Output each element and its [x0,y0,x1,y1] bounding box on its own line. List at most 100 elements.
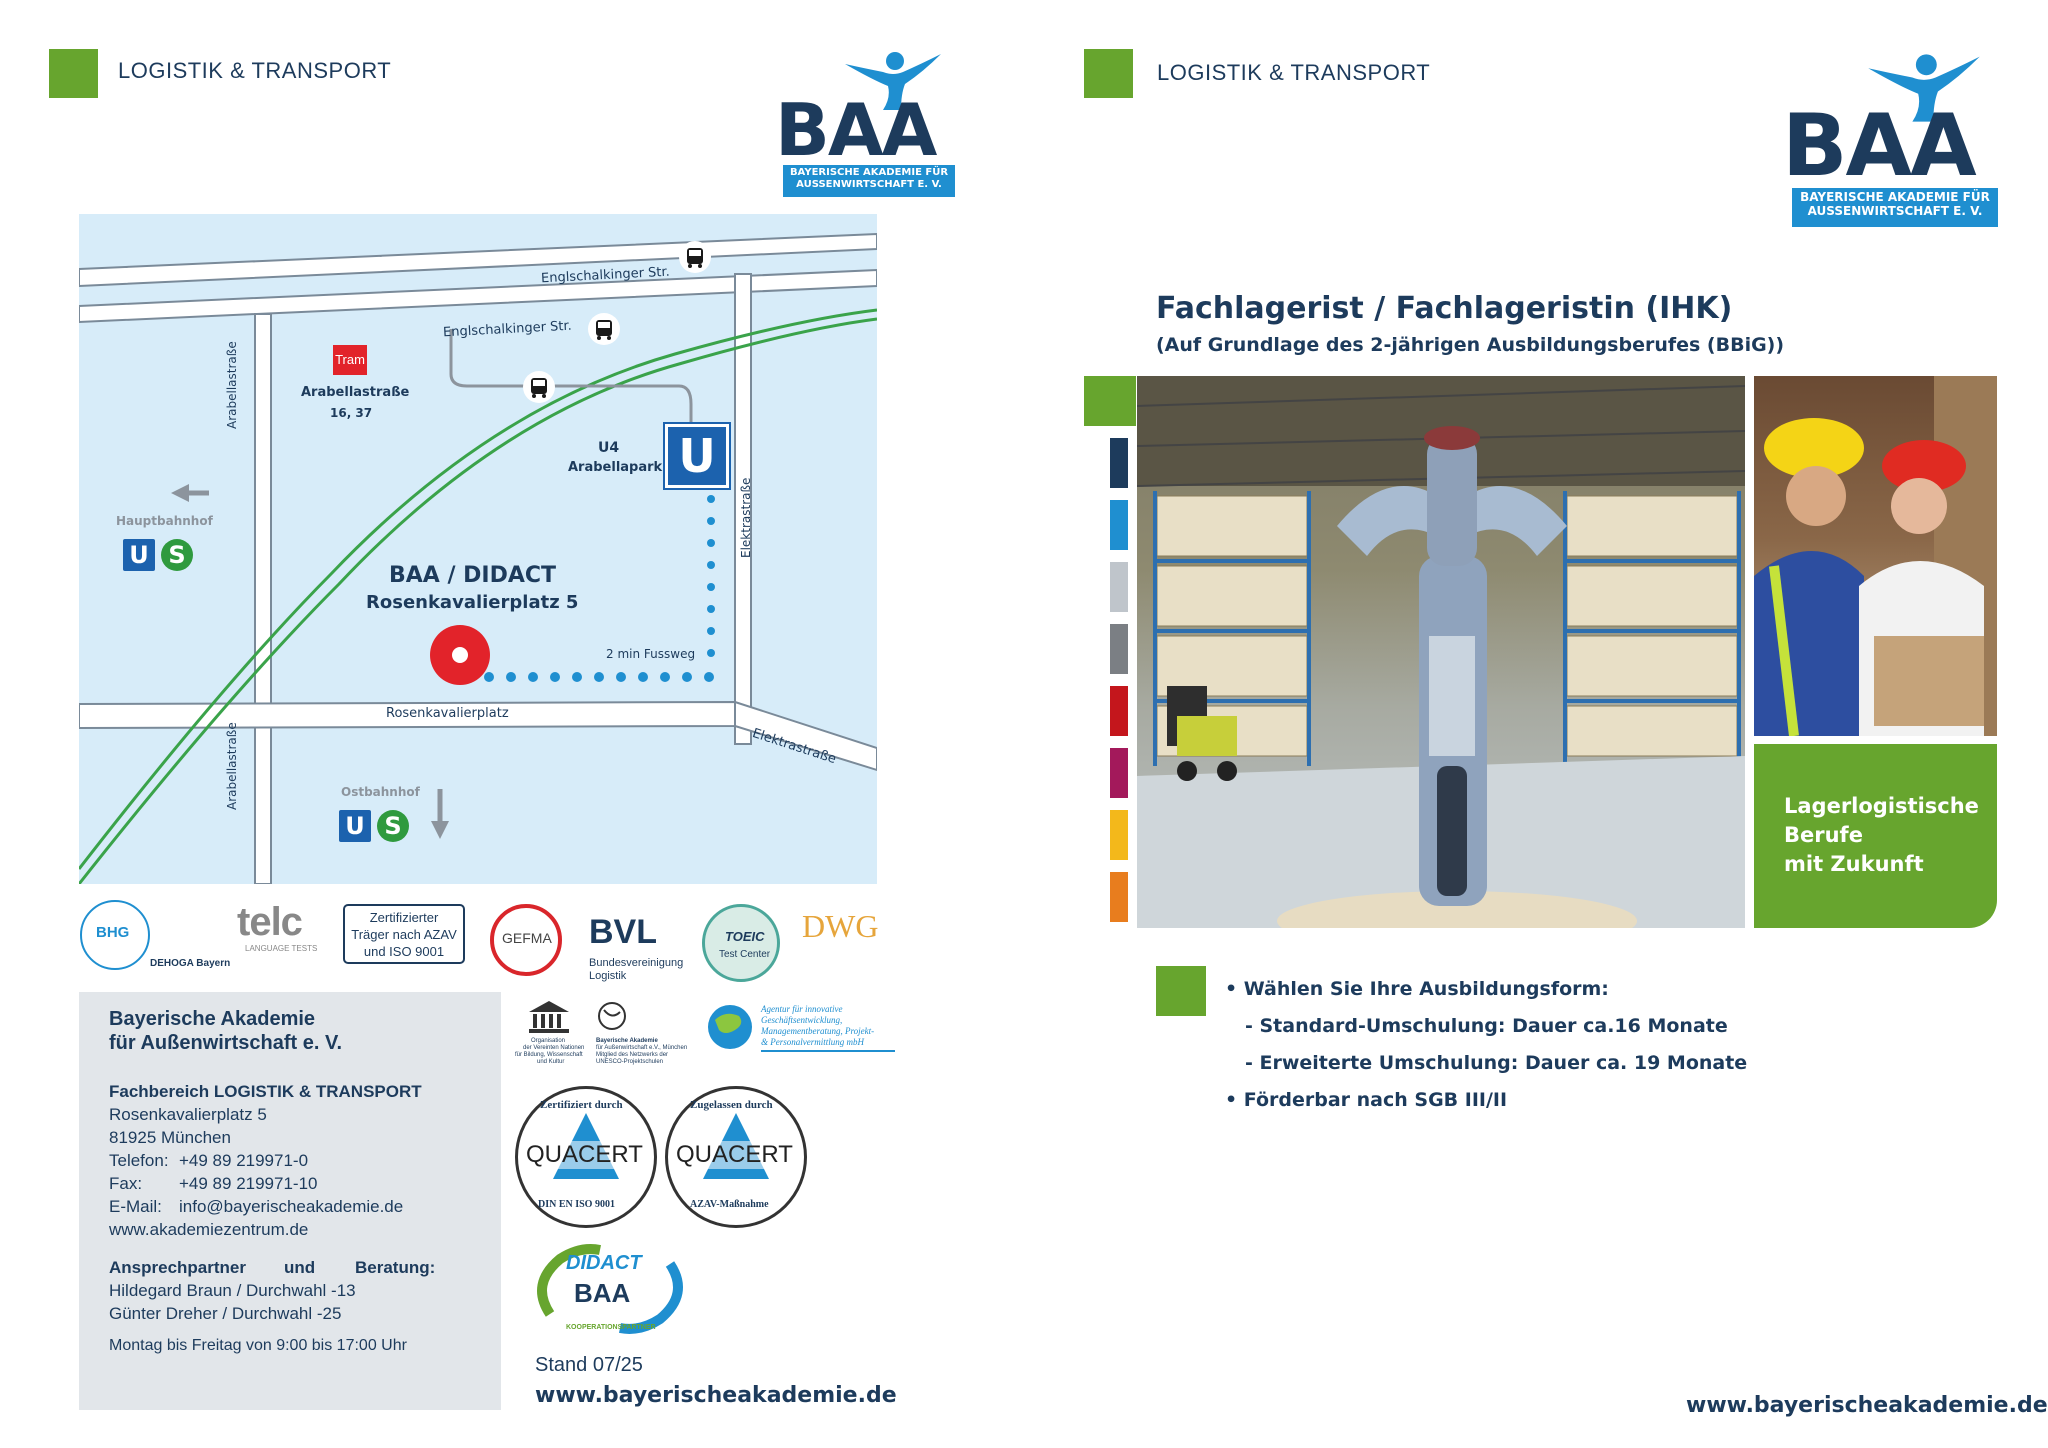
azav-line: und ISO 9001 [363,944,445,959]
color-stripe [1110,624,1128,674]
warehouse-scene [1137,376,1745,928]
quacert-iso-seal: Zertifiziert durch QUACERT DIN EN ISO 90… [515,1086,657,1228]
contact-web[interactable]: www.akademiezentrum.de [109,1220,309,1239]
bvl-logo: BVL [589,913,657,951]
bus-icon [588,313,620,345]
telc-sub: LANGUAGE TESTS [245,944,318,953]
unesco-text: für Bildung, Wissenschaft [515,1052,583,1058]
website-link-right[interactable]: www.bayerischeakademie.de [1686,1393,2048,1418]
ostbahnhof-label: Ostbahnhof [341,785,420,799]
didact-word: DIDACT [566,1252,642,1274]
bvl-sub: Logistik [589,970,627,982]
baa-subtitle-line1: BAYERISCHE AKADEMIE FÜR [789,167,949,178]
bullet-subitem: - Erweiterte Umschulung: Dauer ca. 19 Mo… [1245,1052,1748,1074]
bullets-marker [1156,966,1206,1016]
color-stripe [1110,500,1128,550]
baa-unesco-text: UNESCO-Projektschulen [596,1059,664,1065]
dehoga-label: DEHOGA Bayern [150,958,231,969]
baa-wordmark: BAA [775,88,937,172]
u4-station-label: Arabellapark [568,460,663,475]
didact-partner-logo: DIDACT BAA KOOPERATIONSPARTNER [530,1244,690,1344]
contact-email-label: E-Mail: [109,1197,162,1216]
unesco-text: und Kultur [537,1059,565,1065]
street-label: Elektrastraße [739,477,753,558]
ubahn-icon: U [123,539,155,571]
color-stripe [1110,686,1128,736]
globe-leaf-icon [598,1002,626,1030]
bhg-seal-icon: BHG [80,900,150,970]
contact-fax: +49 89 219971-10 [179,1174,318,1193]
gefma-label: GEFMA [502,930,552,946]
baa-subtitle-box: BAYERISCHE AKADEMIE FÜR AUSSENWIRTSCHAFT… [783,165,955,197]
bullet-subitem: - Standard-Umschulung: Dauer ca.16 Monat… [1245,1015,1728,1037]
baa-figure-icon [1868,54,1980,122]
contact-org: für Außenwirtschaft e. V. [109,1032,343,1054]
tram-stop-label: Arabellastraße [301,385,410,400]
color-stripe [1110,438,1128,488]
bullet-item: • Förderbar nach SGB III/II [1225,1089,1508,1111]
baa-unesco-text: Mitglied des Netzwerks der [596,1052,669,1058]
baa-subtitle-box: BAYERISCHE AKADEMIE FÜR AUSSENWIRTSCHAFT… [1792,188,1998,227]
unesco-logo: Organisation der Vereinten Nationen für … [513,1000,585,1070]
contact-partner-label: Ansprechpartner [109,1258,246,1277]
location-map: Englschalkinger Str. Englschalkinger Str… [79,214,877,884]
contact-hours: Montag bis Freitag von 9:00 bis 17:00 Uh… [109,1337,407,1354]
website-link-left[interactable]: www.bayerischeakademie.de [535,1383,897,1408]
baa-unesco-text: Bayerische Akademie [596,1038,658,1044]
contact-email[interactable]: info@bayerischeakademie.de [179,1197,404,1216]
course-title: Fachlagerist / Fachlageristin (IHK) [1156,291,1733,326]
quacert-azav-seal: Zugelassen durch QUACERT AZAV-Maßnahme [665,1086,807,1228]
color-stripe [1110,562,1128,612]
color-stripe [1110,748,1128,798]
street-label: Rosenkavalierplatz [386,706,509,721]
section-label-right: LOGISTIK & TRANSPORT [1157,60,1431,85]
street-label: Arabellastraße [225,722,239,810]
quacert-word: QUACERT [526,1141,643,1169]
baa-unesco-logo: Bayerische Akademie für Außenwirtschaft … [592,1000,702,1070]
target-address: Rosenkavalierplatz 5 [366,592,579,613]
contact-box: Bayerische Akademie für Außenwirtschaft … [79,992,501,1410]
bus-icon [679,241,711,273]
ubahn-icon: U [663,422,731,490]
azav-line: Träger nach AZAV [351,927,457,942]
contact-partner-label: Beratung: [355,1258,436,1277]
baa-figure-icon [845,52,941,110]
gefma-seal-icon: GEFMA [490,904,562,976]
unesco-text: der Vereinten Nationen [523,1045,585,1051]
baa-subtitle-line2: AUSSENWIRTSCHAFT E. V. [1807,203,1983,218]
unesco-text: Organisation [531,1038,566,1044]
section-marker-left [49,49,98,98]
agentur-logo: Agentur für innovative Geschäftsentwickl… [705,1000,895,1060]
contact-person: Günter Dreher / Durchwahl -25 [109,1304,342,1323]
baa-subtitle-line1: BAYERISCHE AKADEMIE FÜR [1800,190,1990,204]
tagline-panel: Lagerlogistische Berufe mit Zukunft [1754,744,1997,928]
u4-line-label: U4 [598,440,620,456]
walk-label: 2 min Fussweg [606,647,696,661]
warehouse-photo [1137,376,1745,928]
contact-dept: Fachbereich LOGISTIK & TRANSPORT [109,1082,422,1101]
tram-lines-label: 16, 37 [330,406,373,420]
quacert-top-text: Zertifiziert durch [540,1099,623,1111]
dwg-logo: DWG [802,908,879,944]
contact-fax-label: Fax: [109,1174,143,1193]
agentur-text: Agentur für innovative [761,1004,843,1014]
target-title: BAA / DIDACT [389,563,557,588]
tagline-line: mit Zukunft [1784,852,1924,876]
contact-person: Hildegard Braun / Durchwahl -13 [109,1281,356,1300]
azav-cert-box: Zertifizierter Träger nach AZAV und ISO … [343,904,465,964]
quacert-bottom-text: DIN EN ISO 9001 [538,1199,615,1210]
sbahn-icon: S [161,539,193,571]
hauptbahnhof-label: Hauptbahnhof [116,514,213,528]
agentur-text: Managementberatung, Projekt- [761,1026,875,1036]
quacert-word: QUACERT [676,1141,793,1169]
tagline-line: Berufe [1784,823,1863,847]
bvl-sub: Bundesvereinigung [589,957,684,969]
baa-wordmark: BAA [1782,96,1977,196]
workers-photo [1754,376,1997,736]
contact-street: Rosenkavalierplatz 5 [109,1105,267,1124]
stand-label: Stand 07/25 [535,1354,643,1376]
course-subtitle: (Auf Grundlage des 2-jährigen Ausbildung… [1156,334,1785,356]
azav-line: Zertifizierter [369,910,439,925]
section-label-left: LOGISTIK & TRANSPORT [118,58,392,83]
color-stripe [1110,872,1128,922]
